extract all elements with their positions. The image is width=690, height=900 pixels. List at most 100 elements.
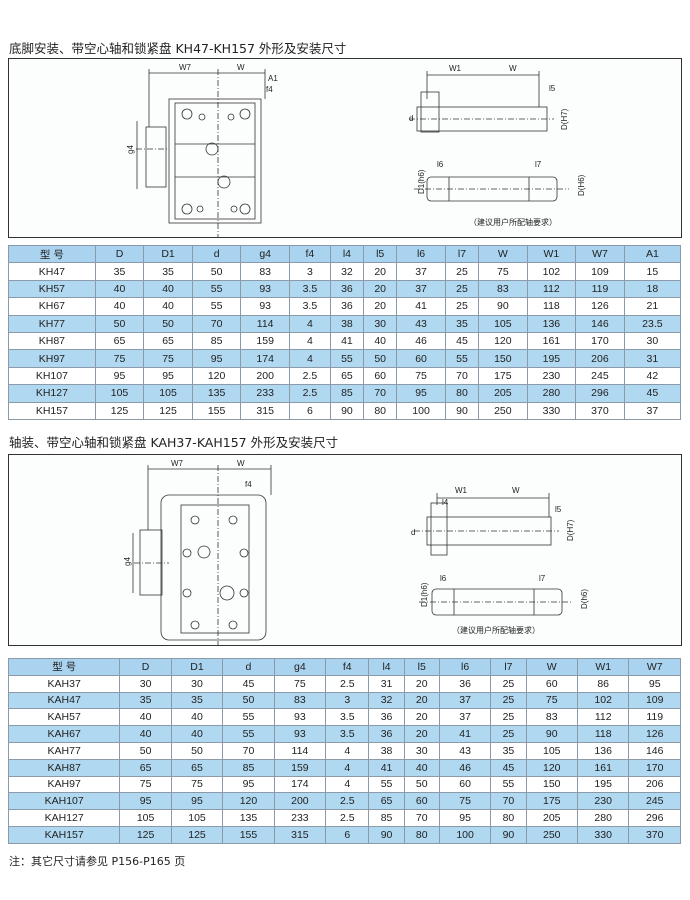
value-cell: 37 bbox=[623, 401, 682, 420]
label-W1: W1 bbox=[449, 64, 462, 73]
value-cell: 65 bbox=[329, 366, 365, 386]
value-cell: 146 bbox=[575, 314, 625, 333]
value-cell: 206 bbox=[628, 775, 681, 794]
value-cell: 114 bbox=[240, 314, 290, 333]
value-cell: 40 bbox=[143, 279, 193, 299]
value-cell: 155 bbox=[222, 825, 275, 844]
value-cell: 85 bbox=[368, 809, 405, 827]
column-header: g4 bbox=[273, 658, 327, 676]
value-cell: 150 bbox=[525, 775, 578, 794]
value-cell: 250 bbox=[525, 825, 578, 844]
shaft-caption: （建议用户所配轴要求） bbox=[469, 217, 557, 227]
value-cell: 170 bbox=[575, 331, 625, 351]
value-cell: 105 bbox=[119, 809, 172, 827]
value-cell: 95 bbox=[396, 384, 446, 403]
value-cell: 330 bbox=[526, 401, 577, 420]
value-cell: 75 bbox=[273, 674, 327, 693]
value-cell: 60 bbox=[525, 674, 578, 693]
value-cell: 233 bbox=[273, 809, 327, 827]
value-cell: 114 bbox=[273, 741, 327, 760]
value-cell: 45 bbox=[623, 384, 682, 403]
value-cell: 41 bbox=[329, 331, 365, 351]
value-cell: 315 bbox=[273, 825, 327, 844]
value-cell: 43 bbox=[438, 741, 492, 760]
value-cell: 25 bbox=[490, 674, 527, 693]
value-cell: 206 bbox=[575, 349, 625, 368]
column-header: l4 bbox=[329, 244, 365, 264]
value-cell: 40 bbox=[143, 297, 193, 316]
model-cell: KH97 bbox=[8, 349, 96, 368]
value-cell: 90 bbox=[525, 725, 578, 743]
value-cell: 41 bbox=[396, 297, 446, 316]
value-cell: 3.5 bbox=[288, 297, 331, 316]
value-cell: 100 bbox=[396, 401, 446, 420]
model-cell: KH57 bbox=[8, 279, 96, 299]
value-cell: 20 bbox=[403, 674, 440, 693]
value-cell: 25 bbox=[444, 262, 480, 281]
label-DH7: D(H7) bbox=[560, 108, 569, 130]
value-cell: 90 bbox=[368, 825, 405, 844]
column-header: d bbox=[191, 244, 242, 264]
label-W-shaft: W bbox=[509, 64, 517, 73]
value-cell: 20 bbox=[363, 262, 398, 281]
value-cell: 50 bbox=[94, 314, 145, 333]
value-cell: 70 bbox=[222, 741, 275, 760]
value-cell: 120 bbox=[525, 758, 578, 777]
value-cell: 75 bbox=[170, 775, 224, 794]
model-cell: KH47 bbox=[8, 262, 96, 281]
value-cell: 23.5 bbox=[623, 314, 682, 333]
column-header: W7 bbox=[575, 244, 625, 264]
value-cell: 6 bbox=[325, 825, 370, 844]
label-W1: W1 bbox=[455, 486, 468, 495]
model-cell: KH107 bbox=[8, 366, 96, 386]
model-cell: KAH97 bbox=[7, 775, 121, 794]
value-cell: 80 bbox=[403, 825, 440, 844]
column-header: W bbox=[525, 658, 578, 676]
value-cell: 45 bbox=[444, 331, 480, 351]
value-cell: 41 bbox=[438, 725, 492, 743]
value-cell: 30 bbox=[403, 741, 440, 760]
label-Dh6: D(H6) bbox=[577, 174, 586, 196]
value-cell: 60 bbox=[363, 366, 398, 386]
value-cell: 150 bbox=[478, 349, 528, 368]
value-cell: 4 bbox=[288, 349, 331, 368]
value-cell: 205 bbox=[478, 384, 528, 403]
value-cell: 126 bbox=[628, 725, 681, 743]
value-cell: 55 bbox=[329, 349, 365, 368]
value-cell: 65 bbox=[119, 758, 172, 777]
model-cell: KAH37 bbox=[7, 674, 121, 693]
value-cell: 20 bbox=[363, 279, 398, 299]
value-cell: 55 bbox=[222, 725, 275, 743]
value-cell: 31 bbox=[623, 349, 682, 368]
column-header: l6 bbox=[396, 244, 446, 264]
value-cell: 93 bbox=[240, 297, 290, 316]
shaft-caption: （建议用户所配轴要求） bbox=[452, 625, 540, 635]
value-cell: 65 bbox=[170, 758, 224, 777]
value-cell: 245 bbox=[575, 366, 625, 386]
value-cell: 36 bbox=[438, 674, 492, 693]
value-cell: 83 bbox=[240, 262, 290, 281]
value-cell: 370 bbox=[628, 825, 681, 844]
value-cell: 55 bbox=[191, 279, 242, 299]
value-cell: 161 bbox=[526, 331, 577, 351]
value-cell: 155 bbox=[191, 401, 242, 420]
value-cell: 36 bbox=[329, 279, 365, 299]
value-cell: 93 bbox=[273, 725, 327, 743]
value-cell: 40 bbox=[170, 725, 224, 743]
value-cell: 37 bbox=[396, 262, 446, 281]
column-header: W1 bbox=[526, 244, 577, 264]
value-cell: 330 bbox=[576, 825, 630, 844]
column-header: l7 bbox=[444, 244, 480, 264]
value-cell: 95 bbox=[222, 775, 275, 794]
value-cell: 296 bbox=[628, 809, 681, 827]
value-cell: 4 bbox=[325, 741, 370, 760]
value-cell: 126 bbox=[575, 297, 625, 316]
label-l5: l5 bbox=[549, 84, 556, 93]
